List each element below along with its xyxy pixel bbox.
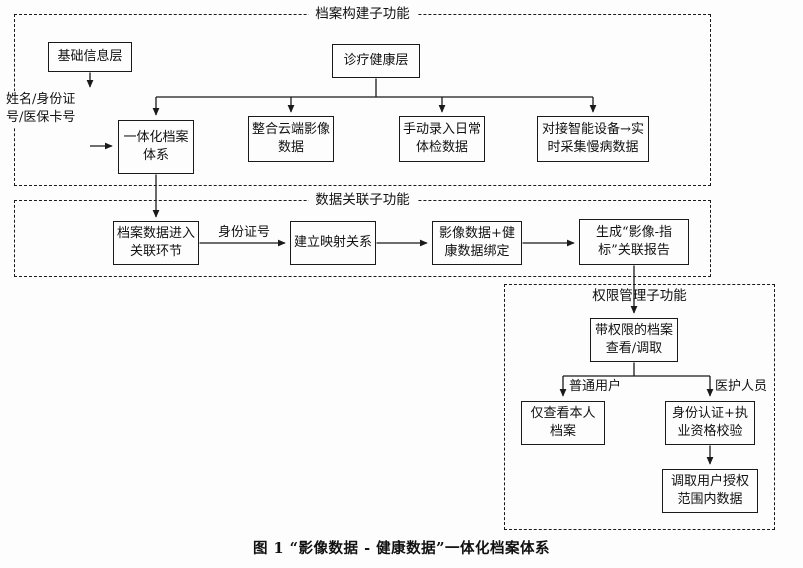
- figure-caption: 图 1 “影像数据 - 健康数据”一体化档案体系: [253, 540, 550, 557]
- node-manual-entry: 手动录入日常体检数据: [399, 116, 485, 162]
- section-title-archive-build: 档案构建子功能: [308, 5, 417, 24]
- edge-label-medical-staff: 医护人员: [715, 379, 768, 394]
- section-title-permission-management: 权限管理子功能: [585, 287, 694, 306]
- node-identity-auth: 身份认证+执业资格校验: [665, 401, 755, 445]
- section-title-data-association: 数据关联子功能: [308, 191, 417, 210]
- node-data-binding: 影像数据+健康数据绑定: [432, 221, 522, 265]
- node-view-own-archive: 仅查看本人档案: [521, 401, 605, 445]
- edge-label-id-number: 身份证号: [217, 225, 270, 240]
- node-basic-info-layer: 基础信息层: [48, 42, 132, 72]
- node-cloud-imaging: 整合云端影像数据: [248, 116, 334, 162]
- node-health-layer: 诊疗健康层: [332, 44, 420, 78]
- label-identity-inputs: 姓名/身份证号/医保卡号: [6, 91, 90, 128]
- section-data-association: 数据关联子功能: [14, 191, 711, 277]
- node-archive-enter-association: 档案数据进入关联环节: [113, 221, 199, 265]
- node-smart-device: 对接智能设备→实时采集慢病数据: [537, 116, 649, 162]
- node-integrated-archive: 一体化档案体系: [118, 120, 194, 174]
- node-retrieve-authorized-data: 调取用户授权范围内数据: [662, 469, 758, 513]
- node-permission-view: 带权限的档案查看/调取: [590, 318, 678, 362]
- edge-group: [86, 72, 714, 465]
- node-association-report: 生成“影像-指标”关联报告: [579, 219, 689, 265]
- node-mapping: 建立映射关系: [290, 221, 376, 265]
- section-permission-management: 权限管理子功能: [504, 284, 775, 530]
- edge-label-normal-user: 普通用户: [569, 379, 622, 394]
